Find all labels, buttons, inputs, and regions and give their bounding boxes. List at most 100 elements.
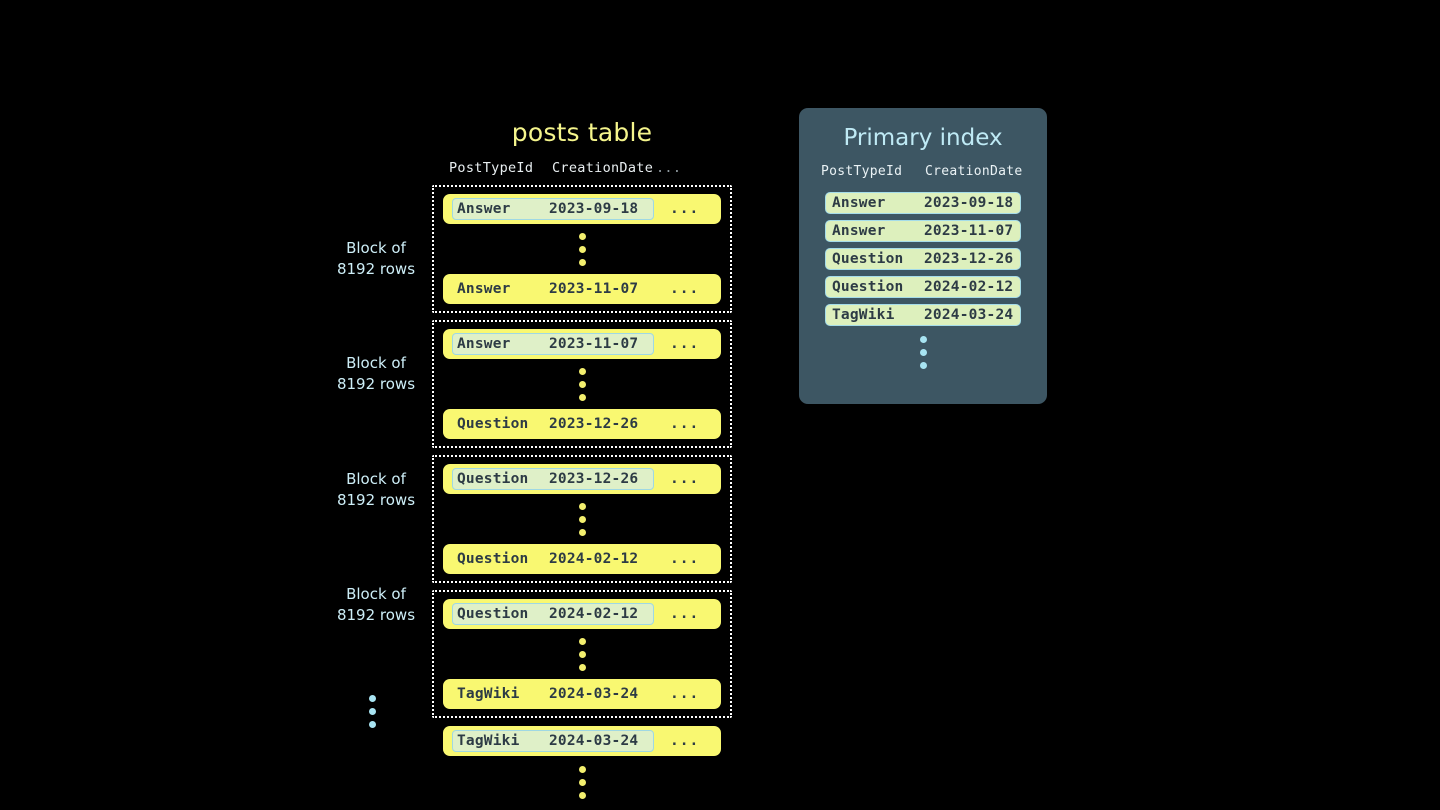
table-row[interactable]: TagWiki 2024-03-24 ... (443, 726, 721, 756)
block-label-4-line1: Block of (346, 585, 406, 603)
cell-more: ... (670, 733, 700, 749)
block-label-1-line2: 8192 rows (336, 260, 416, 278)
granule-mark: Question 2023-12-26 (452, 468, 654, 490)
cell-more: ... (670, 201, 700, 217)
dot (578, 381, 586, 388)
row-cells: Answer 2023-11-07 (452, 278, 654, 300)
table-row[interactable]: Question 2024-02-12 ... (443, 544, 721, 574)
dot (578, 246, 586, 253)
table-block: Question 2024-02-12 ... TagWiki 2024-03-… (432, 590, 732, 718)
column-header-posttypeid: PostTypeId (449, 160, 534, 176)
block-label-3: Block of 8192 rows (301, 469, 451, 511)
cell-creationdate: 2024-02-12 (924, 279, 1014, 295)
dot (919, 349, 927, 356)
table-block: Question 2023-12-26 ... Question 2024-02… (432, 455, 732, 583)
rows-omitted-dots (443, 756, 721, 807)
index-column-header-creationdate: CreationDate (925, 164, 1023, 179)
cell-creationdate: 2024-03-24 (549, 733, 639, 749)
cell-more: ... (670, 416, 700, 432)
cell-creationdate: 2024-03-24 (924, 307, 1014, 323)
dot (578, 259, 586, 266)
rows-omitted-dots (443, 359, 721, 409)
cell-creationdate: 2023-11-07 (549, 281, 639, 297)
rows-omitted-dots (443, 224, 721, 274)
table-row[interactable]: Question 2023-12-26 ... (443, 409, 721, 439)
table-row[interactable]: Answer 2023-11-07 ... (443, 274, 721, 304)
column-header-more: ... (656, 160, 682, 176)
column-header-creationdate: CreationDate (552, 160, 654, 176)
cell-creationdate: 2024-03-24 (549, 686, 639, 702)
block-label-4: Block of 8192 rows (301, 584, 451, 626)
dot (578, 792, 586, 799)
table-row[interactable]: Answer 2023-09-18 ... (443, 194, 721, 224)
index-column-headers: PostTypeId CreationDate (799, 164, 1047, 179)
index-row[interactable]: Answer 2023-09-18 (825, 192, 1021, 214)
granule-mark: TagWiki 2024-03-24 (452, 730, 654, 752)
rows-omitted-dots (443, 494, 721, 544)
table-block: Answer 2023-09-18 ... Answer 2023-11-07 … (432, 185, 732, 313)
dot (578, 503, 586, 510)
trailing-row-wrap: TagWiki 2024-03-24 ... (432, 726, 732, 807)
index-column-header-posttypeid: PostTypeId (821, 164, 903, 179)
block-label-3-line1: Block of (346, 470, 406, 488)
dot (578, 516, 586, 523)
block-label-2: Block of 8192 rows (301, 353, 451, 395)
dot (919, 336, 927, 343)
dot (578, 651, 586, 658)
cell-creationdate: 2023-09-18 (924, 195, 1014, 211)
table-row[interactable]: Question 2023-12-26 ... (443, 464, 721, 494)
cell-creationdate: 2023-12-26 (549, 416, 639, 432)
cell-creationdate: 2024-02-12 (549, 606, 639, 622)
cell-more: ... (670, 471, 700, 487)
dot (369, 708, 376, 715)
block-label-4-line2: 8192 rows (336, 606, 416, 624)
cell-posttypeid: Question (832, 279, 904, 295)
cell-more: ... (670, 281, 700, 297)
cell-posttypeid: Question (832, 251, 904, 267)
posts-table-section: posts table PostTypeId CreationDate ... … (432, 118, 732, 807)
cell-posttypeid: Answer (457, 201, 511, 217)
table-row[interactable]: Question 2024-02-12 ... (443, 599, 721, 629)
cell-posttypeid: Question (457, 471, 529, 487)
posts-table-column-headers: PostTypeId CreationDate ... (432, 160, 732, 176)
granule-mark: Question 2024-02-12 (452, 603, 654, 625)
cell-posttypeid: TagWiki (832, 307, 895, 323)
index-continues-dots (799, 332, 1047, 377)
index-row[interactable]: TagWiki 2024-03-24 (825, 304, 1021, 326)
cell-posttypeid: Answer (457, 281, 511, 297)
cell-more: ... (670, 686, 700, 702)
dot (578, 529, 586, 536)
cell-more: ... (670, 336, 700, 352)
cell-posttypeid: Question (457, 416, 529, 432)
dot (578, 638, 586, 645)
cell-creationdate: 2024-02-12 (549, 551, 639, 567)
row-cells: TagWiki 2024-03-24 (452, 683, 654, 705)
index-row[interactable]: Answer 2023-11-07 (825, 220, 1021, 242)
table-row[interactable]: Answer 2023-11-07 ... (443, 329, 721, 359)
dot (578, 368, 586, 375)
cell-creationdate: 2023-12-26 (549, 471, 639, 487)
index-row[interactable]: Question 2023-12-26 (825, 248, 1021, 270)
dot (578, 664, 586, 671)
row-cells: Question 2024-02-12 (452, 548, 654, 570)
dot (578, 779, 586, 786)
posts-table-title: posts table (511, 118, 653, 147)
cell-creationdate: 2023-11-07 (549, 336, 639, 352)
block-label-2-line1: Block of (346, 354, 406, 372)
cell-posttypeid: Answer (457, 336, 511, 352)
cell-posttypeid: Answer (832, 223, 886, 239)
cell-posttypeid: Question (457, 551, 529, 567)
granule-mark: Answer 2023-11-07 (452, 333, 654, 355)
dot (578, 233, 586, 240)
dot (369, 721, 376, 728)
cell-posttypeid: Question (457, 606, 529, 622)
index-row[interactable]: Question 2024-02-12 (825, 276, 1021, 298)
cell-posttypeid: TagWiki (457, 686, 520, 702)
block-label-1: Block of 8192 rows (301, 238, 451, 280)
block-label-1-line1: Block of (346, 239, 406, 257)
table-row[interactable]: TagWiki 2024-03-24 ... (443, 679, 721, 709)
primary-index-title: Primary index (843, 125, 1003, 151)
table-continues-dots (369, 686, 376, 736)
cell-posttypeid: TagWiki (457, 733, 520, 749)
rows-omitted-dots (443, 629, 721, 679)
